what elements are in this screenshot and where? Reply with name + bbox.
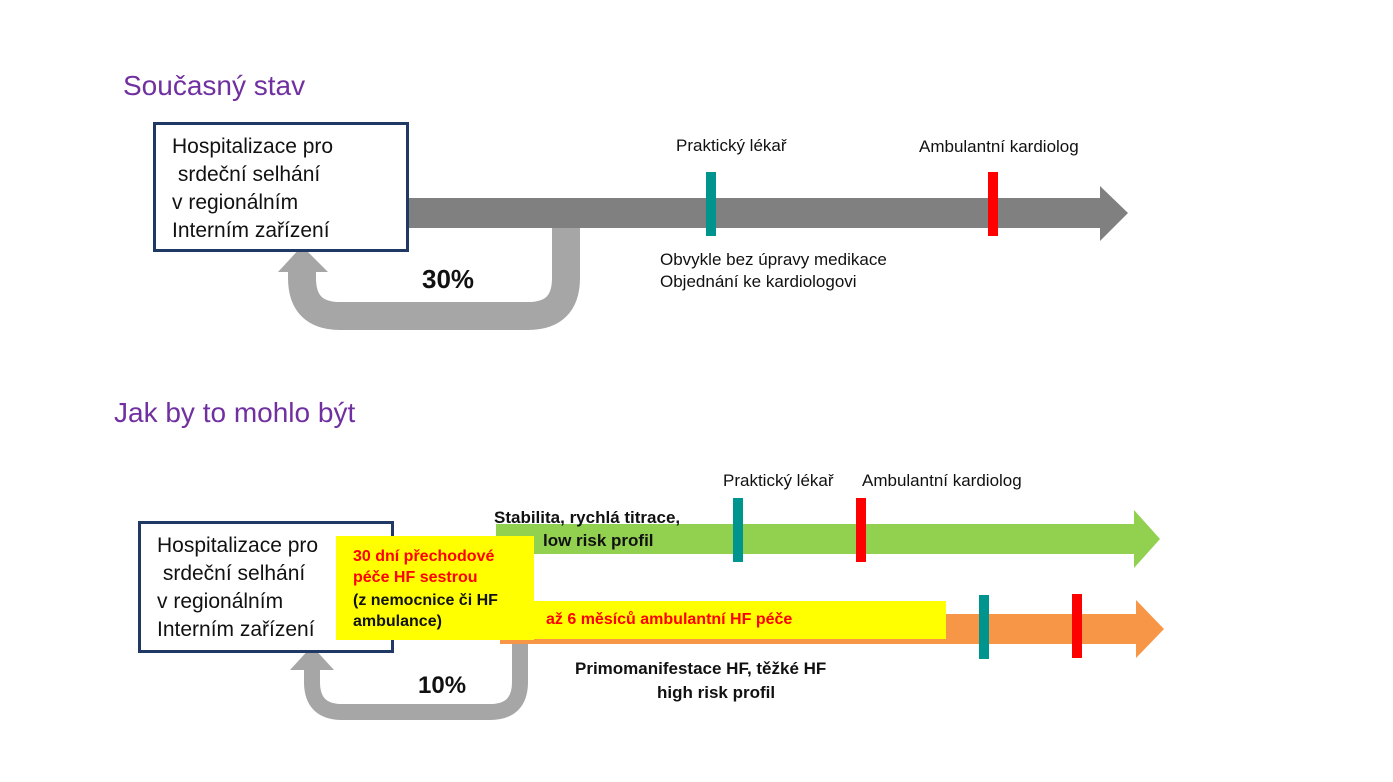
ambulatory-care-highlight	[500, 601, 946, 639]
current-readmission-rate: 30%	[422, 264, 475, 294]
current-note: Obvykle bez úpravy medikace Objednání ke…	[660, 249, 887, 293]
readmission-return-arrow-bottom	[304, 640, 528, 720]
readmission-arrowhead-bottom	[290, 646, 334, 670]
current-gp-marker	[706, 172, 716, 236]
future-readmission-rate: 10%	[418, 672, 467, 699]
high-risk-gp-marker	[979, 595, 989, 659]
high-risk-arrowhead	[1136, 600, 1164, 658]
hospital-line: Interním zařízení	[172, 219, 330, 242]
current-cardio-marker	[988, 172, 998, 236]
transition-title-line: péče HF sestrou	[353, 569, 478, 586]
readmission-arrowhead-top	[278, 246, 328, 272]
low-risk-arrow-bar	[496, 524, 1136, 554]
future-gp-marker	[733, 498, 743, 562]
transition-source-line: (z nemocnice či HF	[353, 592, 498, 609]
future-state-heading: Jak by to mohlo být	[114, 397, 356, 428]
readmission-return-arrow-top	[288, 228, 580, 330]
current-note-line: Objednání ke kardiologovi	[660, 272, 857, 291]
current-state-heading: Současný stav	[123, 70, 306, 101]
hospital-line: v regionálním	[172, 191, 299, 214]
current-note-line: Obvykle bez úpravy medikace	[660, 250, 887, 269]
high-risk-label: Primomanifestace HF, těžké HF high risk …	[575, 657, 826, 705]
current-cardio-label: Ambulantní kardiolog	[919, 137, 1079, 156]
transition-care-box: 30 dní přechodové péče HF sestrou (z nem…	[336, 536, 534, 640]
hospital-line: srdeční selhání	[172, 163, 321, 186]
low-risk-label: Stabilita, rychlá titrace, low risk prof…	[494, 506, 680, 552]
high-risk-line: high risk profil	[657, 683, 776, 702]
current-gp-label: Praktický lékař	[676, 136, 787, 155]
hospital-line: Hospitalizace pro	[172, 135, 334, 158]
high-risk-line: Primomanifestace HF, těžké HF	[575, 659, 827, 678]
future-cardio-marker	[856, 498, 866, 562]
current-hospitalization-box: Hospitalizace pro srdeční selhání v regi…	[153, 122, 409, 252]
ambulatory-care-label: až 6 měsíců ambulantní HF péče	[546, 611, 793, 628]
current-timeline-bar	[406, 198, 1102, 228]
high-risk-cardio-marker	[1072, 594, 1082, 658]
hospital-line: Interním zařízení	[157, 618, 315, 641]
current-timeline-arrowhead	[1100, 186, 1128, 241]
transition-care-source: (z nemocnice či HF ambulance)	[353, 590, 498, 632]
hospital-line: Hospitalizace pro	[157, 534, 319, 557]
transition-title-line: 30 dní přechodové	[353, 548, 495, 565]
low-risk-arrowhead	[1134, 510, 1160, 568]
hospital-line: v regionálním	[157, 590, 284, 613]
transition-source-line: ambulance)	[353, 613, 442, 630]
transition-care-title: 30 dní přechodové péče HF sestrou	[353, 546, 494, 588]
future-gp-label: Praktický lékař	[723, 471, 834, 490]
low-risk-line: low risk profil	[543, 531, 654, 550]
low-risk-line: Stabilita, rychlá titrace,	[494, 508, 681, 527]
future-cardio-label: Ambulantní kardiolog	[862, 471, 1022, 490]
hospital-line: srdeční selhání	[157, 562, 306, 585]
